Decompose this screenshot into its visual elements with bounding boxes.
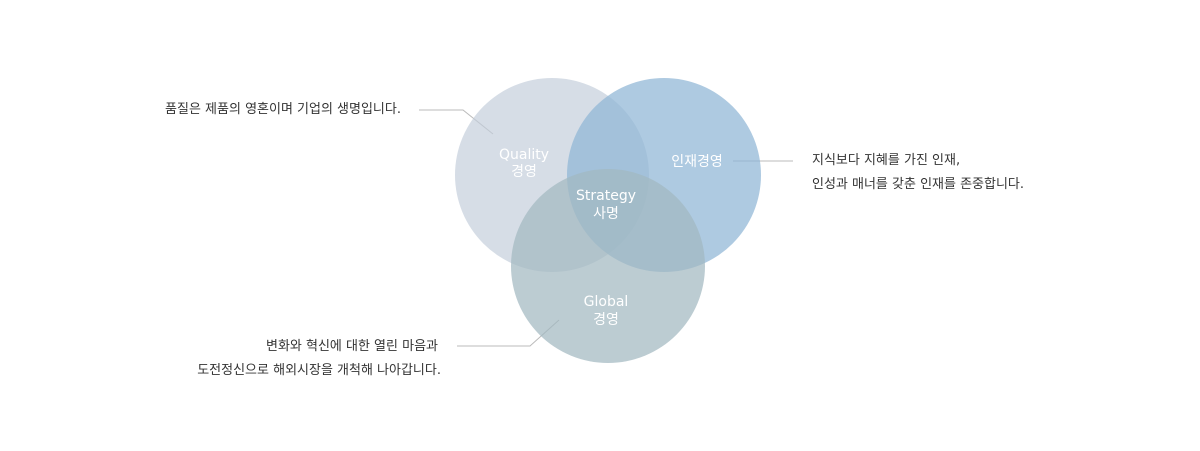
global-circle <box>511 169 705 363</box>
quality-label-en: Quality <box>499 147 549 163</box>
quality-label-ko: 경영 <box>511 164 537 180</box>
global-label-ko: 경영 <box>593 312 619 328</box>
people-description-line-2: 인성과 매너를 갖춘 인재를 존중합니다. <box>812 177 1025 192</box>
quality-description: 품질은 제품의 영혼이며 기업의 생명입니다. <box>165 98 401 122</box>
people-description-line-1: 지식보다 지혜를 가진 인재, <box>812 153 961 168</box>
global-description-line-2: 도전정신으로 해외시장을 개척해 나아갑니다. <box>197 363 441 378</box>
people-label: 인재경영 <box>671 154 723 170</box>
people-description: 지식보다 지혜를 가진 인재, 인성과 매너를 갖춘 인재를 존중합니다. <box>812 149 1024 197</box>
global-label-en: Global <box>584 294 629 310</box>
global-description-line-1: 변화와 혁신에 대한 열린 마음과 <box>265 339 438 354</box>
center-label-en: Strategy <box>576 188 636 204</box>
global-description: 변화와 혁신에 대한 열린 마음과 도전정신으로 해외시장을 개척해 나아갑니다… <box>197 335 441 383</box>
center-label-ko: 사명 <box>593 206 619 222</box>
quality-description-line-1: 품질은 제품의 영혼이며 기업의 생명입니다. <box>165 102 401 117</box>
